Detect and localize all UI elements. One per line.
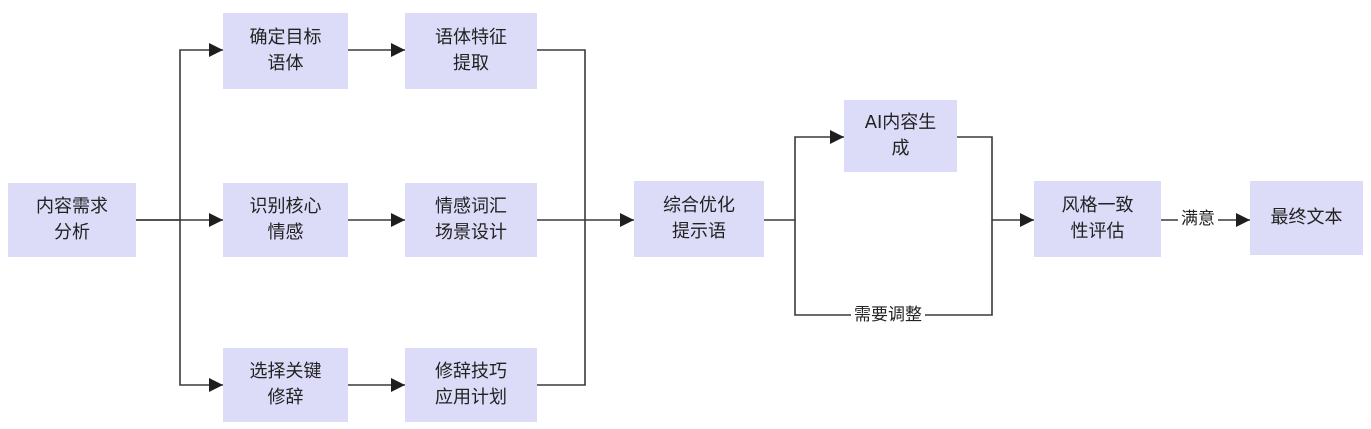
edge-evaluate-to-prompt-feedback [794,220,993,316]
node-emotion-scene: 情感词汇 场景设计 [405,183,537,257]
node-ai-generation: AI内容生 成 [844,100,957,172]
edge-analysis-to-rhetoric [179,220,223,392]
node-target-style: 确定目标 语体 [223,13,348,89]
edge-style-features-to-prompt [537,49,586,220]
node-style-evaluation: 风格一致 性评估 [1034,181,1161,257]
node-rhetoric: 选择关键 修辞 [223,348,348,422]
node-optimized-prompt: 综合优化 提示语 [634,181,764,257]
edge-ai-generate-to-evaluate [957,136,1034,227]
edge-label-satisfied: 满意 [1178,208,1218,230]
node-final-text: 最终文本 [1250,181,1363,255]
node-core-emotion: 识别核心 情感 [223,183,348,257]
node-style-features: 语体特征 提取 [405,13,537,89]
edge-label-needs-adjustment: 需要调整 [851,304,925,326]
edge-prompt-to-ai-generate [764,130,844,221]
node-rhetoric-plan: 修辞技巧 应用计划 [405,348,537,422]
edge-analysis-to-target-style [136,43,223,221]
node-content-analysis: 内容需求 分析 [8,183,136,257]
edge-rhetoric-plan-to-prompt [537,220,586,386]
